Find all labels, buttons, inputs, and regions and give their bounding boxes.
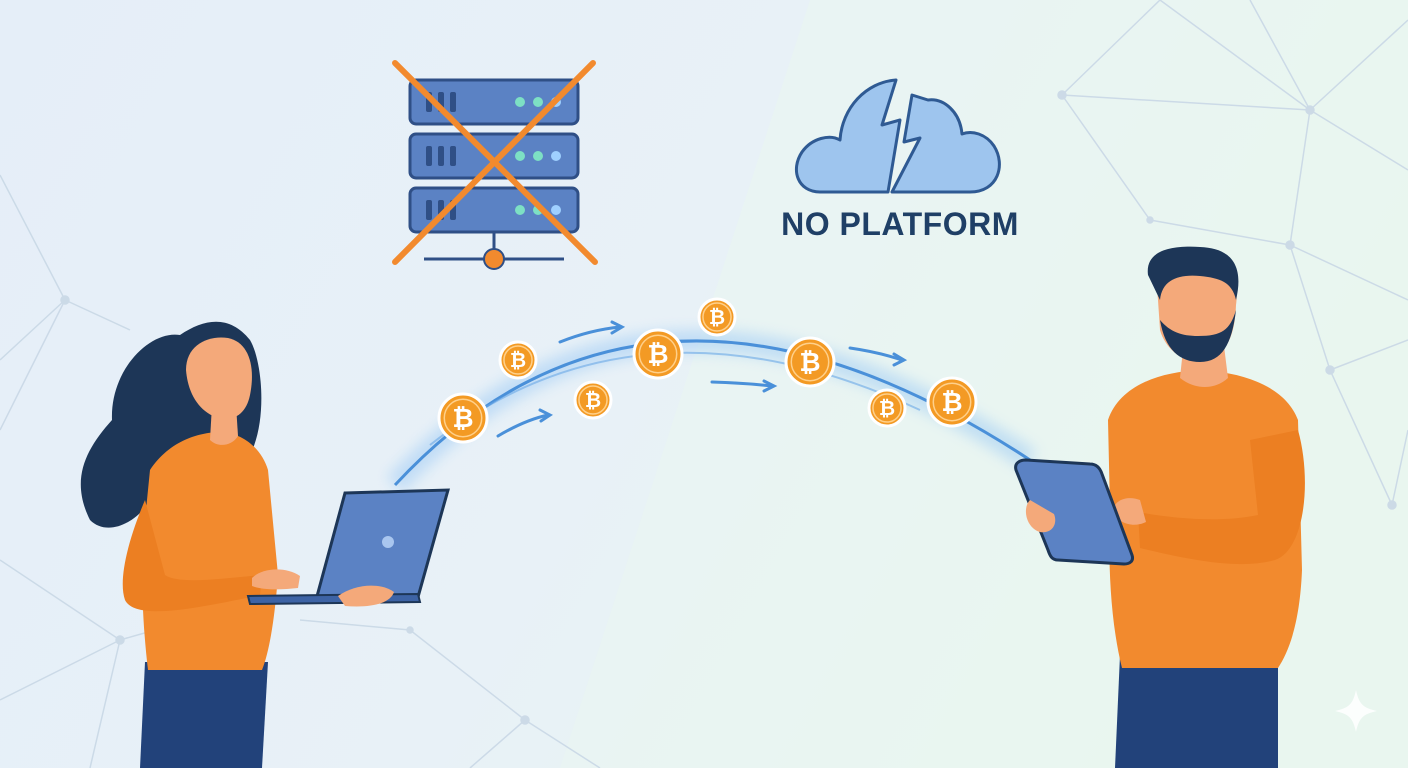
man-hair [1147,246,1239,300]
bitcoin-coin-icon: ₿ [632,328,684,380]
svg-text:₿: ₿ [799,348,820,378]
man-figure [1108,246,1305,768]
woman-top [142,432,278,670]
server-icon [408,78,580,270]
svg-text:₿: ₿ [585,388,601,412]
bitcoin-coin-icon: ₿ [573,380,613,420]
bitcoin-coin-icon: ₿ [437,392,489,444]
bitcoin-coin-icon: ₿ [697,297,737,337]
bitcoin-coin-icon: ₿ [784,336,836,388]
svg-text:₿: ₿ [709,305,725,329]
woman-face [186,337,252,420]
motion-arrows [496,320,908,438]
sparkle-icon [1335,690,1377,732]
bitcoin-coin-icon: ₿ [926,376,978,428]
man-beard [1160,310,1236,362]
svg-text:₿: ₿ [941,388,962,418]
laptop-icon [246,488,450,607]
svg-text:₿: ₿ [879,396,895,420]
woman-figure [80,321,278,768]
svg-text:₿: ₿ [510,348,526,372]
bitcoin-coin-icon: ₿ [867,388,907,428]
woman-arm [122,500,263,612]
svg-text:₿: ₿ [452,404,473,434]
bitcoin-coin-icon: ₿ [498,340,538,380]
cross-icon [392,60,598,265]
tablet-icon [1014,458,1134,566]
woman-pants [140,662,268,768]
man-arm [1138,430,1305,565]
broken-cloud-icon [794,78,1001,194]
man-pants [1115,655,1278,768]
coins-layer: ₿ ₿ ₿ ₿ ₿ ₿ ₿ ₿ [437,297,978,444]
no-platform-label: NO PLATFORM [781,206,1019,242]
svg-text:₿: ₿ [647,340,668,370]
